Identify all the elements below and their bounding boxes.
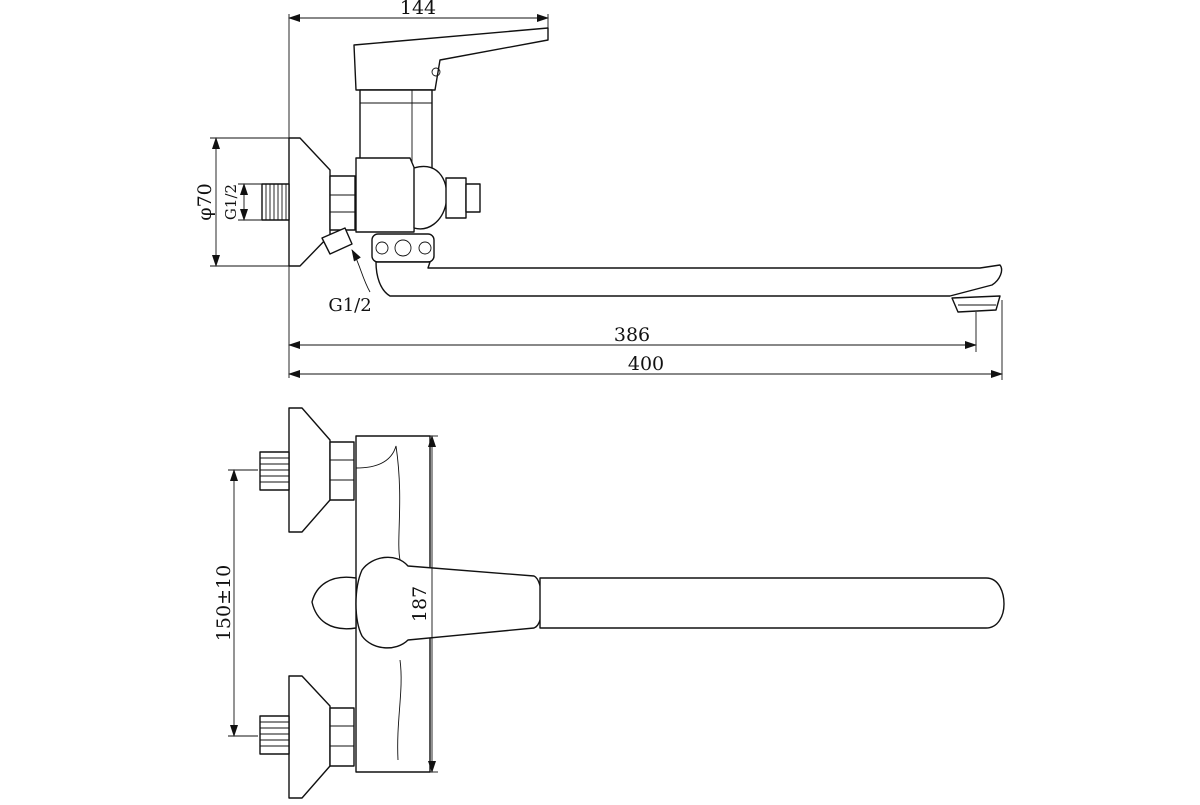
front-view bbox=[259, 407, 1005, 799]
hex-nut bbox=[329, 175, 356, 231]
lever-handle bbox=[353, 27, 549, 91]
cartridge-body bbox=[359, 89, 433, 169]
dim-outlet-thread: G1/2 bbox=[328, 249, 372, 316]
dim-center-distance: 150±10 bbox=[213, 469, 258, 737]
spout-front bbox=[539, 577, 1005, 629]
upper-inlet-thread bbox=[259, 451, 290, 491]
dim-top-width-label: 144 bbox=[400, 0, 436, 19]
swivel-ring bbox=[371, 233, 435, 263]
lever-handle-front bbox=[355, 556, 543, 649]
spout bbox=[375, 261, 1003, 297]
dim-body-height-label: 187 bbox=[409, 586, 431, 622]
dim-center-distance-label: 150±10 bbox=[213, 565, 235, 641]
dim-outlet-thread-label: G1/2 bbox=[328, 295, 371, 316]
upper-hex-nut bbox=[329, 441, 355, 501]
aerator bbox=[951, 295, 1001, 313]
side-view bbox=[261, 14, 1003, 378]
upper-wall-flange bbox=[288, 407, 331, 533]
dim-overall-length-label: 400 bbox=[628, 353, 664, 375]
lower-inlet-thread bbox=[259, 715, 290, 755]
angled-outlet bbox=[321, 227, 353, 255]
dim-body-height: 187 bbox=[409, 435, 438, 773]
diverter-knob bbox=[445, 177, 467, 219]
diverter-body bbox=[413, 165, 448, 230]
dim-spout-reach: 386 bbox=[288, 312, 977, 352]
dim-inlet-thread: G1/2 bbox=[222, 183, 262, 221]
inlet-thread-fitting bbox=[261, 183, 290, 221]
dim-top-width: 144 bbox=[288, 0, 549, 32]
dim-spout-reach-label: 386 bbox=[614, 324, 650, 346]
dim-flange-diameter: φ70 bbox=[194, 137, 289, 267]
wall-flange bbox=[288, 137, 331, 267]
dim-overall-length: 400 bbox=[288, 300, 1003, 380]
dim-flange-diameter-label: φ70 bbox=[194, 183, 216, 220]
dim-inlet-thread-label: G1/2 bbox=[222, 184, 240, 220]
mixer-body bbox=[355, 157, 417, 233]
body-lobe bbox=[311, 576, 357, 630]
lower-wall-flange bbox=[288, 675, 331, 799]
lower-hex-nut bbox=[329, 707, 355, 767]
